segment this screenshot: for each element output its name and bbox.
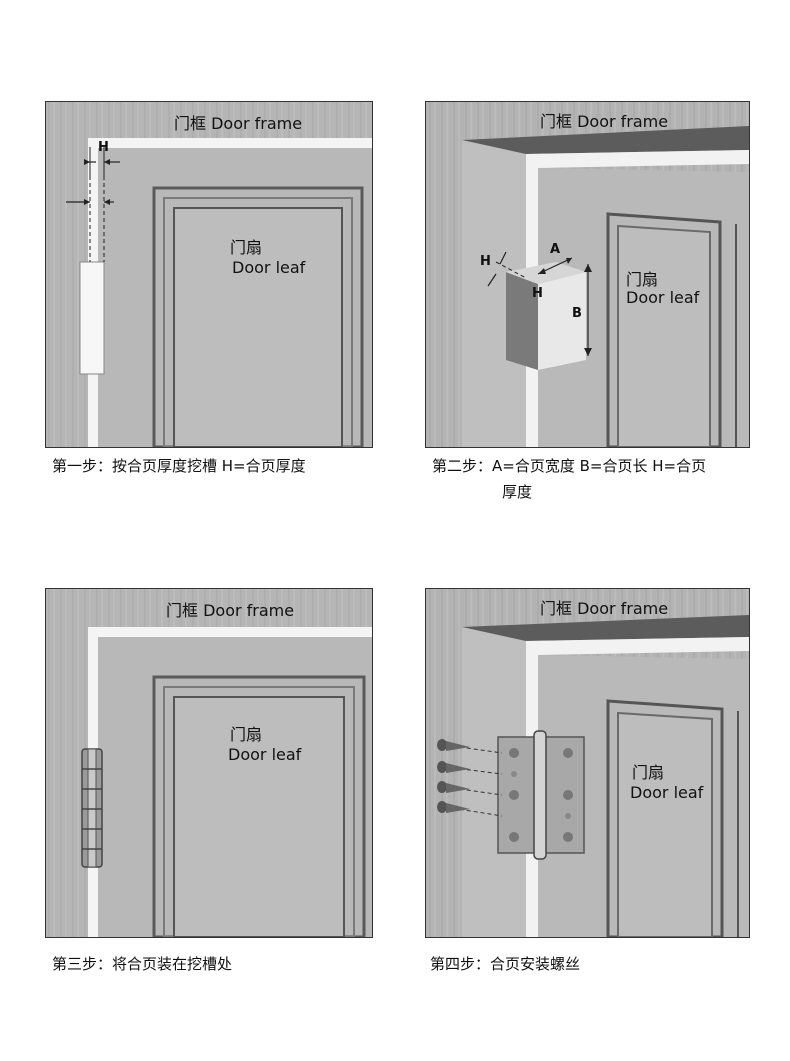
leaf-moulding-mid — [163, 197, 353, 447]
step3-caption: 第三步：将合页装在挖槽处 — [52, 955, 233, 973]
step4-caption: 第四步：合页安装螺丝 — [430, 955, 581, 973]
step1-illustration — [46, 102, 372, 447]
frame-top-beam — [462, 615, 749, 641]
leaf-label-en: Door leaf — [232, 258, 306, 277]
dim-a-label: A — [550, 242, 561, 257]
leaf-moulding-outer — [152, 186, 364, 447]
installed-hinge — [81, 748, 103, 868]
leaf-moulding-mid — [163, 686, 355, 937]
slot-top — [506, 262, 586, 284]
step1-caption: 第一步：按合页厚度挖槽 H=合页厚度 — [52, 457, 306, 475]
leaf-label-en: Door leaf — [630, 783, 704, 802]
step2-caption-line1: 第二步：A=合页宽度 B=合页长 H=合页 — [432, 457, 707, 475]
leaf-label-en: Door leaf — [626, 288, 700, 307]
step4-panel: 门框 Door frame 门扇 Door leaf — [425, 588, 750, 938]
frame-top-beam — [462, 126, 749, 154]
dim-h-label-2: H — [532, 286, 543, 301]
step1-panel: 门框 Door frame H 门扇 Door leaf — [45, 101, 373, 448]
leaf-label-cn: 门扇 — [230, 725, 263, 744]
leaf-moulding-inner — [173, 207, 343, 447]
step4-illustration — [426, 589, 749, 937]
leaf-label-cn: 门扇 — [632, 763, 665, 782]
slot-face — [538, 272, 586, 370]
frame-label: 门框 Door frame — [540, 599, 669, 618]
frame-left-post — [462, 140, 526, 447]
frame-label: 门框 Door frame — [166, 601, 295, 620]
frame-label: 门框 Door frame — [540, 112, 669, 131]
leaf-label-cn: 门扇 — [626, 270, 659, 289]
screws — [437, 739, 503, 817]
step2-panel: 门框 Door frame H A H B 门扇 Door leaf — [425, 101, 750, 448]
frame-label: 门框 Door frame — [174, 114, 303, 133]
dim-h-label-1: H — [480, 254, 491, 269]
leaf-moulding-outer — [606, 212, 722, 447]
dim-h-guide — [495, 261, 527, 279]
step3-panel: 门框 Door frame 门扇 Door leaf — [45, 588, 373, 938]
leaf-moulding-outer — [606, 699, 724, 937]
frame-gap — [88, 627, 372, 637]
thickness-label: H — [98, 140, 109, 155]
step2-illustration — [426, 102, 749, 447]
slot-side — [506, 272, 538, 370]
leaf-moulding-inner — [173, 696, 345, 937]
leaf-moulding-inner — [617, 224, 711, 447]
hinge-plate — [497, 730, 585, 860]
frame-left-post — [462, 627, 526, 937]
frame-gap — [88, 138, 372, 148]
step2-caption-line2: 厚度 — [502, 483, 533, 501]
hinge-slot — [79, 261, 105, 375]
dim-b-label: B — [572, 306, 582, 321]
leaf-moulding-outer — [152, 675, 366, 937]
leaf-label-en: Door leaf — [228, 745, 302, 764]
step3-illustration — [46, 589, 372, 937]
leaf-label-cn: 门扇 — [230, 238, 263, 257]
leaf-moulding-inner — [617, 711, 713, 937]
